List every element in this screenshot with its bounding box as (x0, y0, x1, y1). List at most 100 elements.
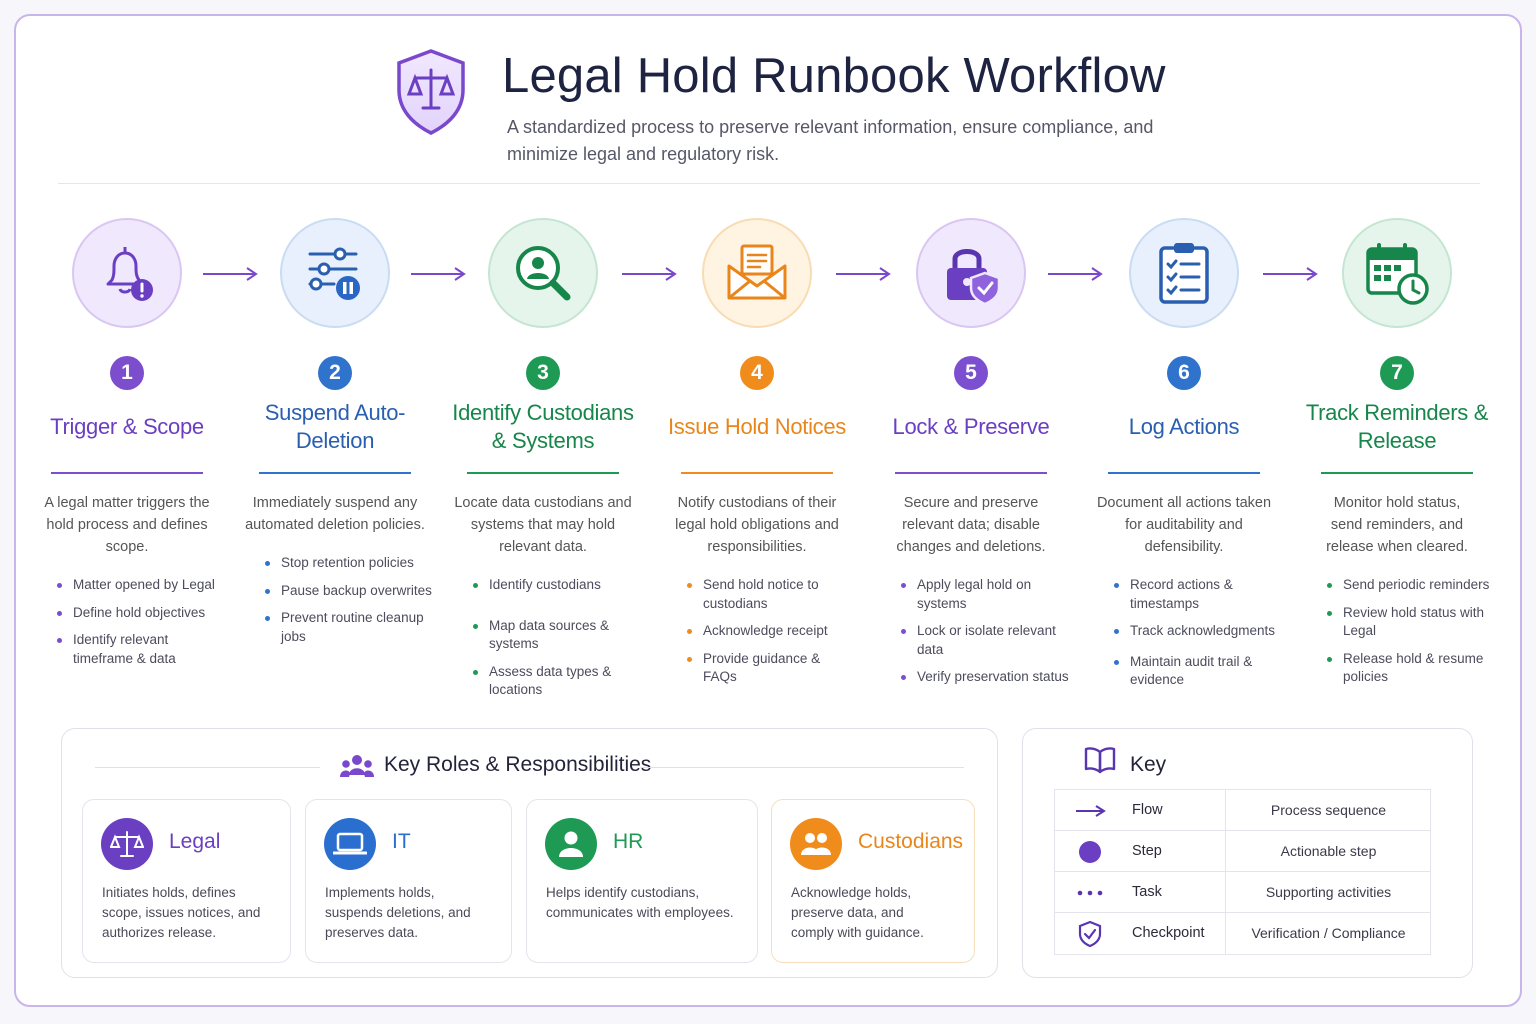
step-underline (259, 472, 411, 474)
step-icon-circle (280, 218, 390, 328)
step-title: Trigger & Scope (50, 414, 204, 439)
step-task-list: Send periodic reminders Review hold stat… (1327, 576, 1497, 687)
step-number: 6 (1167, 356, 1201, 390)
step-task-list: Record actions & timestamps Track acknow… (1114, 576, 1284, 690)
flow-arrow (1263, 267, 1318, 281)
step-icon-circle (702, 218, 812, 328)
key-panel: Key Flow Process sequence Step Actionabl… (1022, 728, 1473, 978)
step-title: Suspend Auto-Deletion (264, 400, 406, 453)
key-description: Actionable step (1280, 843, 1377, 859)
page-subtitle: A standardized process to preserve relev… (507, 117, 1154, 164)
step-description: Notify custodians of their legal hold ob… (675, 495, 839, 555)
step-task-list: Stop retention policies Pause backup ove… (265, 554, 435, 646)
step-lock-preserve: 5 Lock & Preserve Secure and preserve re… (871, 218, 1071, 696)
key-row-step: Step Actionable step (1055, 831, 1430, 872)
person-icon (545, 818, 597, 870)
task-item: Assess data types & locations (473, 663, 643, 700)
step-underline (51, 472, 203, 474)
task-item: Track acknowledgments (1114, 622, 1284, 641)
step-underline (681, 472, 833, 474)
step-title: Log Actions (1128, 414, 1240, 439)
role-name: HR (613, 830, 644, 853)
step-icon-circle (1342, 218, 1452, 328)
step-underline (1108, 472, 1260, 474)
step-task-list: Apply legal hold on systems Lock or isol… (901, 576, 1071, 687)
role-card-hr: HR Helps identify custodians, communicat… (526, 799, 758, 963)
key-description: Process sequence (1270, 802, 1387, 818)
task-item: Identify custodians (473, 576, 643, 595)
laptop-icon (324, 818, 376, 870)
task-item: Maintain audit trail & evidence (1114, 653, 1284, 690)
step-number: 2 (318, 356, 352, 390)
filled-circle-icon (1055, 831, 1125, 872)
step-title: Identify Custodians & Systems (452, 400, 634, 453)
step-underline (895, 472, 1047, 474)
step-title: Track Reminders & Release (1305, 400, 1489, 453)
step-description: Immediately suspend any automated deleti… (245, 495, 425, 533)
task-item: Send periodic reminders (1327, 576, 1497, 595)
flow-arrow (622, 267, 677, 281)
task-item: Verify preservation status (901, 668, 1071, 687)
step-icon-circle (72, 218, 182, 328)
task-item: Review hold status with Legal (1327, 604, 1497, 641)
key-row-task: Task Supporting activities (1055, 872, 1430, 913)
task-item: Apply legal hold on systems (901, 576, 1071, 613)
task-item: Stop retention policies (265, 554, 435, 573)
task-item: Acknowledge receipt (687, 622, 857, 641)
key-name: Flow (1132, 802, 1163, 818)
key-description: Supporting activities (1265, 884, 1392, 900)
key-description: Verification / Compliance (1251, 925, 1406, 941)
person-search-icon (516, 246, 571, 301)
key-table: Flow Process sequence Step Actionable st… (1054, 789, 1431, 955)
step-title: Issue Hold Notices (667, 414, 846, 439)
step-underline (1321, 472, 1473, 474)
role-card-it: IT Implements holds, suspends deletions,… (305, 799, 512, 963)
people-icon (790, 818, 842, 870)
key-divider (1225, 872, 1226, 912)
scales-shield-icon (397, 49, 465, 135)
task-item: Pause backup overwrites (265, 582, 435, 601)
step-task-list: Send hold notice to custodians Acknowled… (687, 576, 857, 687)
key-row-checkpoint: Checkpoint Verification / Compliance (1055, 913, 1430, 954)
roles-divider (95, 767, 320, 768)
lock-shield-icon (947, 249, 1001, 305)
step-task-list: Identify custodians Map data sources & s… (473, 576, 643, 700)
step-number: 3 (526, 356, 560, 390)
step-icon-circle (488, 218, 598, 328)
step-number: 7 (1380, 356, 1414, 390)
task-item: Matter opened by Legal (57, 576, 227, 595)
sliders-pause-icon (308, 247, 360, 300)
calendar-clock-icon (1366, 243, 1429, 305)
flow-arrow (836, 267, 891, 281)
step-icon-circle (916, 218, 1026, 328)
step-number: 5 (954, 356, 988, 390)
step-number: 4 (740, 356, 774, 390)
step-suspend-auto-deletion: 2 Suspend Auto-Deletion Immediately susp… (235, 218, 435, 655)
role-description: Helps identify custodians, communicates … (546, 885, 734, 920)
roles-divider (640, 767, 964, 768)
role-card-legal: Legal Initiates holds, defines scope, is… (82, 799, 291, 963)
step-description: A legal matter triggers the hold process… (44, 495, 210, 555)
roles-panel: Key Roles & Responsibilities Legal Initi… (61, 728, 998, 978)
open-book-icon (1084, 747, 1116, 774)
bell-alert-icon (106, 247, 153, 301)
step-icon-circle (1129, 218, 1239, 328)
step-issue-hold-notices: 4 Issue Hold Notices Notify custodians o… (657, 218, 857, 696)
three-dots-icon (1055, 872, 1125, 913)
step-number: 1 (110, 356, 144, 390)
task-item: Prevent routine cleanup jobs (265, 609, 435, 646)
role-name: IT (392, 830, 411, 853)
role-description: Implements holds, suspends deletions, an… (325, 885, 471, 940)
step-trigger-scope: 1 Trigger & Scope A legal matter trigger… (27, 218, 227, 677)
task-item: Release hold & resume policies (1327, 650, 1497, 687)
role-description: Initiates holds, defines scope, issues n… (102, 885, 261, 940)
task-item: Provide guidance & FAQs (687, 650, 857, 687)
task-item: Send hold notice to custodians (687, 576, 857, 613)
step-description: Secure and preserve relevant data; disab… (896, 495, 1046, 555)
task-item: Map data sources & systems (473, 617, 643, 654)
step-description: Monitor hold status, send reminders, and… (1326, 495, 1468, 555)
scales-icon (101, 818, 153, 870)
task-item: Define hold objectives (57, 604, 227, 623)
key-name: Checkpoint (1132, 925, 1205, 941)
key-title: Key (1130, 753, 1167, 776)
